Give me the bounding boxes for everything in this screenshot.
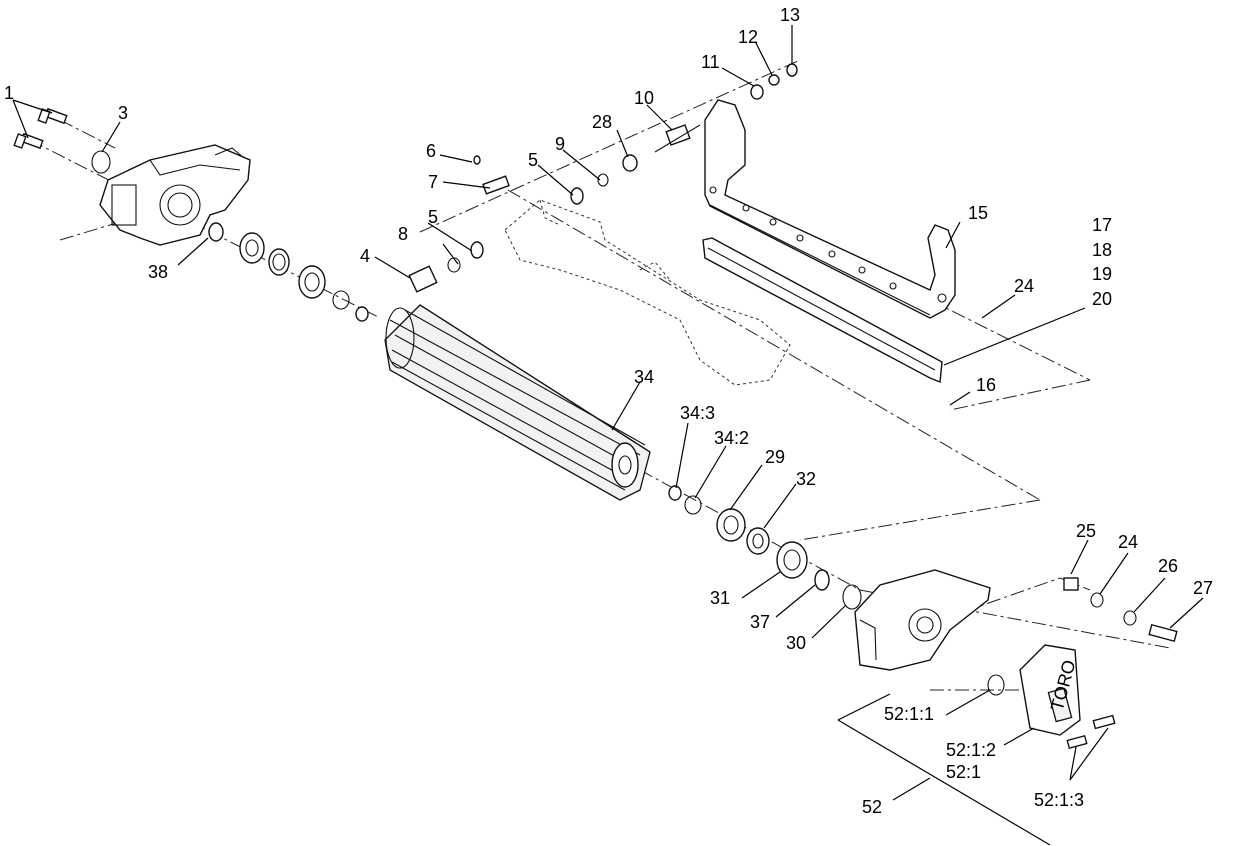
label-5-lower: 5 <box>428 207 438 227</box>
right-side-plate <box>854 569 991 671</box>
bedbar-15 <box>704 99 956 319</box>
label-3: 3 <box>118 103 128 123</box>
label-20: 20 <box>1092 289 1112 309</box>
label-37: 37 <box>750 612 770 632</box>
left-side-plate <box>99 144 251 246</box>
right-bearing-stack <box>668 485 862 610</box>
label-31: 31 <box>710 588 730 608</box>
label-34: 34 <box>634 367 654 387</box>
reel-34 <box>384 304 651 501</box>
bolt-1-upper <box>37 107 68 125</box>
label-52-1-2: 52:1:2 <box>946 740 996 760</box>
bedknife <box>702 237 943 383</box>
label-6: 6 <box>426 141 436 161</box>
label-5-upper: 5 <box>528 150 538 170</box>
belt-cover: TORO <box>987 644 1116 750</box>
label-34-2: 34:2 <box>714 428 749 448</box>
label-52-1-3: 52:1:3 <box>1034 790 1084 810</box>
right-hardware <box>1063 577 1178 643</box>
label-11: 11 <box>701 52 720 72</box>
label-52-1: 52:1 <box>946 762 981 782</box>
label-32: 32 <box>796 469 816 489</box>
part-labels: 1 3 4 5 5 6 7 8 9 10 11 12 13 15 16 17 1… <box>4 5 1213 817</box>
label-13: 13 <box>780 5 800 25</box>
label-24-upper: 24 <box>1014 276 1034 296</box>
label-9: 9 <box>555 134 565 154</box>
label-28: 28 <box>592 112 612 132</box>
o-ring-3 <box>91 150 111 174</box>
label-16: 16 <box>976 375 996 395</box>
label-18: 18 <box>1092 240 1112 260</box>
label-52: 52 <box>862 797 882 817</box>
label-52-1-1: 52:1:1 <box>884 704 934 724</box>
label-24-lower: 24 <box>1118 532 1138 552</box>
label-29: 29 <box>765 447 785 467</box>
label-25: 25 <box>1076 521 1096 541</box>
bolt-1-lower <box>13 132 44 150</box>
label-12: 12 <box>738 27 758 47</box>
label-38: 38 <box>148 262 168 282</box>
label-19: 19 <box>1092 264 1112 284</box>
label-30: 30 <box>786 633 806 653</box>
label-4: 4 <box>360 246 370 266</box>
label-1: 1 <box>4 83 14 103</box>
frame-phantom <box>504 199 791 386</box>
label-10: 10 <box>634 88 654 108</box>
label-27: 27 <box>1193 578 1213 598</box>
leader-lines <box>12 25 1204 846</box>
label-34-3: 34:3 <box>680 403 715 423</box>
left-bearing-stack <box>208 222 369 322</box>
label-15: 15 <box>968 203 988 223</box>
label-17: 17 <box>1092 215 1112 235</box>
label-8: 8 <box>398 224 408 244</box>
label-26: 26 <box>1158 556 1178 576</box>
label-7: 7 <box>428 172 438 192</box>
